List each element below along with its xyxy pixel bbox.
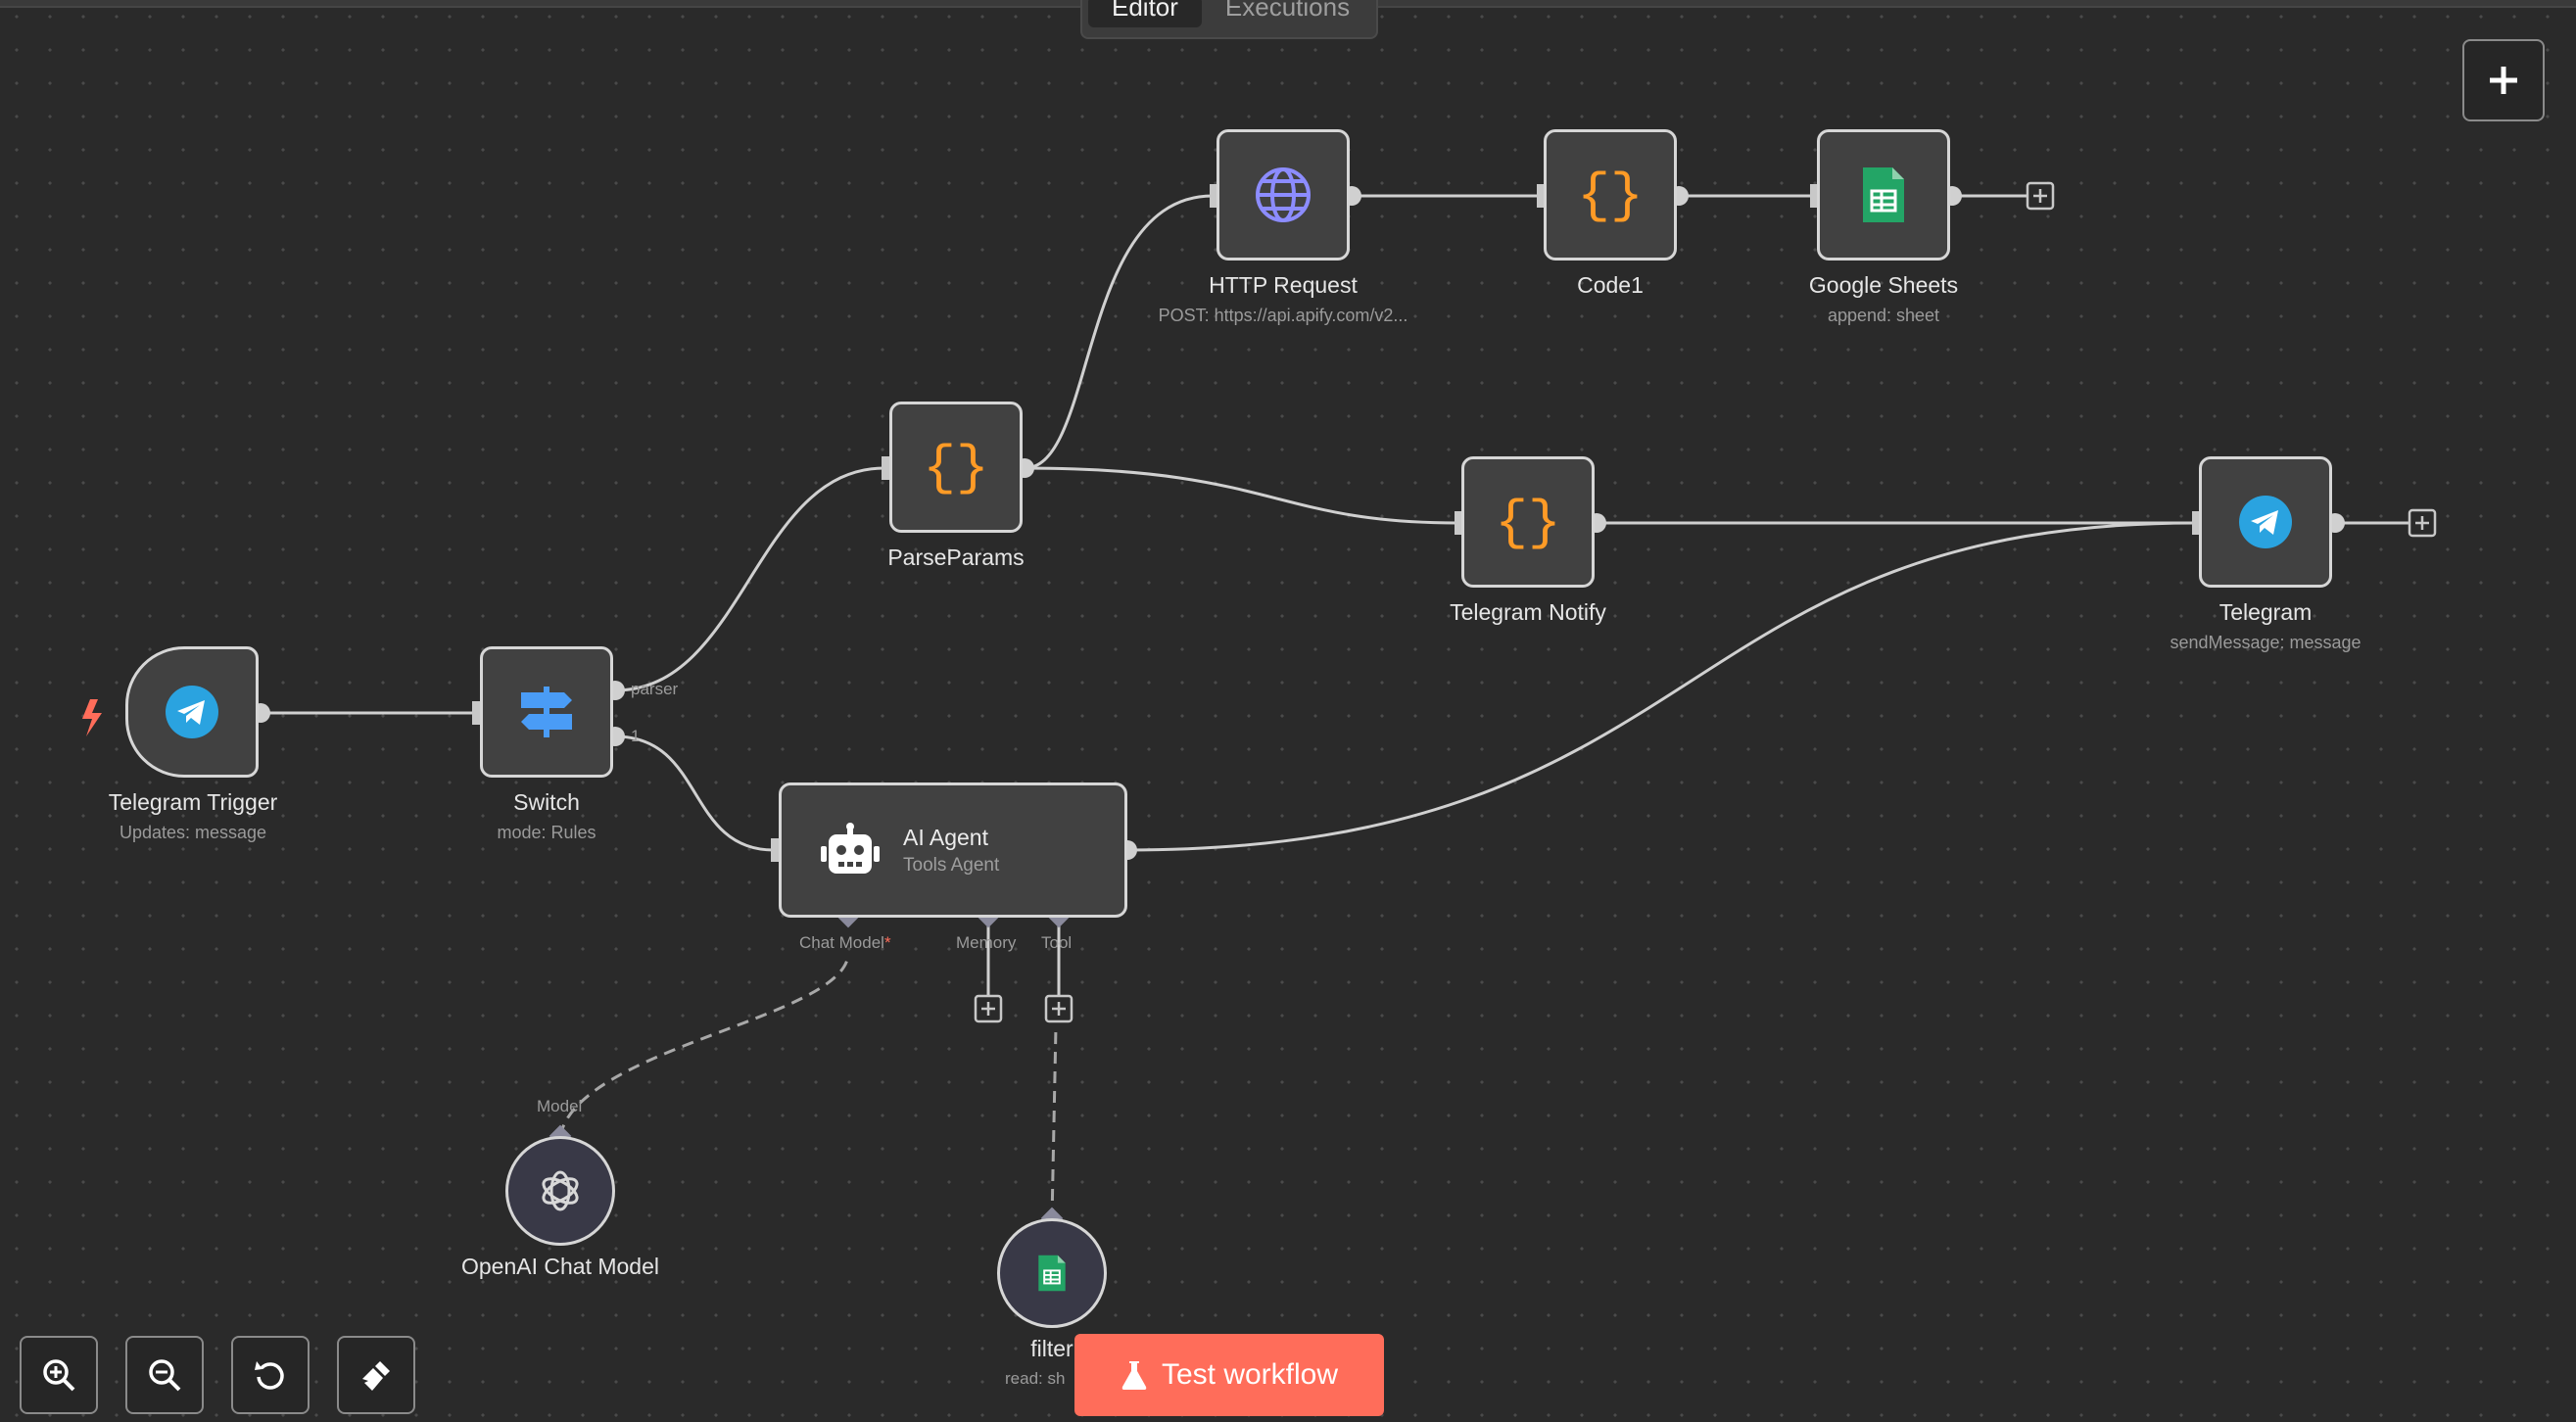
tidy-up-button[interactable] bbox=[337, 1336, 415, 1414]
code-braces-icon: {} bbox=[1579, 165, 1642, 226]
node-openai-chat-model[interactable] bbox=[505, 1136, 615, 1246]
globe-icon bbox=[1256, 167, 1311, 222]
zoom-out-button[interactable] bbox=[125, 1336, 204, 1414]
node-ai-agent[interactable]: AI Agent Tools Agent bbox=[779, 782, 1127, 918]
code-braces-icon: {} bbox=[1497, 492, 1559, 553]
svg-text:{}: {} bbox=[1579, 165, 1642, 226]
edge-aiagent-telegram bbox=[1126, 521, 2196, 852]
flask-icon bbox=[1121, 1361, 1147, 1390]
node-label: Code1 bbox=[1577, 272, 1644, 298]
node-subtitle: append: sheet bbox=[1827, 306, 1940, 325]
zoom-in-icon bbox=[43, 1359, 75, 1392]
node-subtitle: read: sh bbox=[1005, 1369, 1066, 1388]
output-label-parser: parser bbox=[631, 680, 679, 698]
add-node-button[interactable] bbox=[2462, 39, 2545, 121]
output-label-1: 1 bbox=[631, 727, 641, 745]
node-label: Telegram Trigger bbox=[108, 789, 278, 815]
code-braces-icon: {} bbox=[925, 437, 987, 498]
edge-filter-tool bbox=[1050, 1025, 1058, 1221]
node-switch[interactable] bbox=[480, 646, 613, 778]
edge-model-agent bbox=[558, 954, 850, 1137]
node-label: HTTP Request bbox=[1209, 272, 1358, 298]
broom-icon bbox=[362, 1361, 390, 1391]
view-tabs: Editor Executions bbox=[1080, 0, 1378, 39]
node-code1[interactable]: {} bbox=[1544, 129, 1677, 261]
node-subtitle: Tools Agent bbox=[903, 854, 1000, 876]
port-label-tool: Tool bbox=[1041, 933, 1073, 952]
openai-icon bbox=[542, 1170, 579, 1211]
telegram-icon bbox=[166, 686, 218, 738]
node-filter[interactable] bbox=[997, 1218, 1107, 1328]
node-label: OpenAI Chat Model bbox=[460, 1254, 659, 1279]
zoom-out-icon bbox=[149, 1359, 181, 1392]
svg-text:{}: {} bbox=[925, 437, 987, 498]
robot-icon bbox=[821, 823, 880, 874]
edge-switch-parseparams bbox=[614, 466, 885, 692]
port-code1-in bbox=[1537, 184, 1547, 208]
port-parseparams-in bbox=[882, 456, 891, 480]
ai-agent-text: AI Agent Tools Agent bbox=[903, 825, 999, 877]
google-sheets-icon bbox=[1038, 1255, 1066, 1292]
plus-icon bbox=[2490, 67, 2517, 94]
edge-switch-aiagent bbox=[614, 735, 775, 852]
edge-parseparams-http bbox=[1024, 194, 1214, 470]
port-aiagent-in bbox=[771, 838, 781, 862]
node-telegram[interactable] bbox=[2199, 456, 2332, 588]
node-label: AI Agent bbox=[903, 824, 988, 850]
node-parseparams[interactable]: {} bbox=[889, 402, 1023, 533]
reset-zoom-button[interactable] bbox=[231, 1336, 310, 1414]
trigger-bolt-icon bbox=[82, 699, 102, 736]
test-workflow-label: Test workflow bbox=[1161, 1358, 1339, 1391]
port-label-model: Model bbox=[537, 1097, 583, 1115]
tab-editor[interactable]: Editor bbox=[1088, 0, 1202, 27]
node-label: Switch bbox=[513, 789, 580, 815]
chat-model-text: Chat Model bbox=[799, 933, 884, 952]
node-subtitle: Updates: message bbox=[119, 823, 267, 842]
node-label: Telegram bbox=[2218, 599, 2313, 625]
google-sheets-icon bbox=[1863, 167, 1904, 222]
undo-icon bbox=[255, 1361, 284, 1390]
node-label: filter bbox=[1030, 1336, 1073, 1361]
port-notify-in bbox=[1455, 511, 1464, 535]
zoom-in-button[interactable] bbox=[20, 1336, 98, 1414]
signpost-icon bbox=[521, 687, 572, 737]
node-google-sheets[interactable] bbox=[1817, 129, 1950, 261]
node-subtitle: POST: https://api.apify.com/v2... bbox=[1158, 306, 1408, 325]
port-label-memory: Memory bbox=[956, 933, 1017, 952]
required-mark: * bbox=[883, 933, 891, 952]
node-telegram-trigger[interactable] bbox=[125, 646, 259, 778]
svg-text:{}: {} bbox=[1497, 492, 1559, 553]
port-telegram-in bbox=[2192, 511, 2202, 535]
telegram-icon bbox=[2239, 496, 2292, 548]
node-label: Telegram Notify bbox=[1450, 599, 1606, 625]
node-telegram-notify[interactable]: {} bbox=[1461, 456, 1595, 588]
test-workflow-button[interactable]: Test workflow bbox=[1074, 1334, 1384, 1416]
node-label: ParseParams bbox=[887, 545, 1025, 570]
port-switch-in bbox=[472, 701, 482, 725]
edge-parseparams-notify bbox=[1024, 466, 1458, 525]
node-subtitle: mode: Rules bbox=[497, 823, 596, 842]
port-label-chat-model: Chat Model* bbox=[799, 933, 891, 953]
tab-executions[interactable]: Executions bbox=[1224, 0, 1351, 22]
port-http-in bbox=[1210, 184, 1219, 208]
node-subtitle: sendMessage: message bbox=[2170, 633, 2361, 652]
node-label: Google Sheets bbox=[1808, 272, 1959, 298]
node-http-request[interactable] bbox=[1216, 129, 1350, 261]
port-sheets-in bbox=[1810, 184, 1820, 208]
